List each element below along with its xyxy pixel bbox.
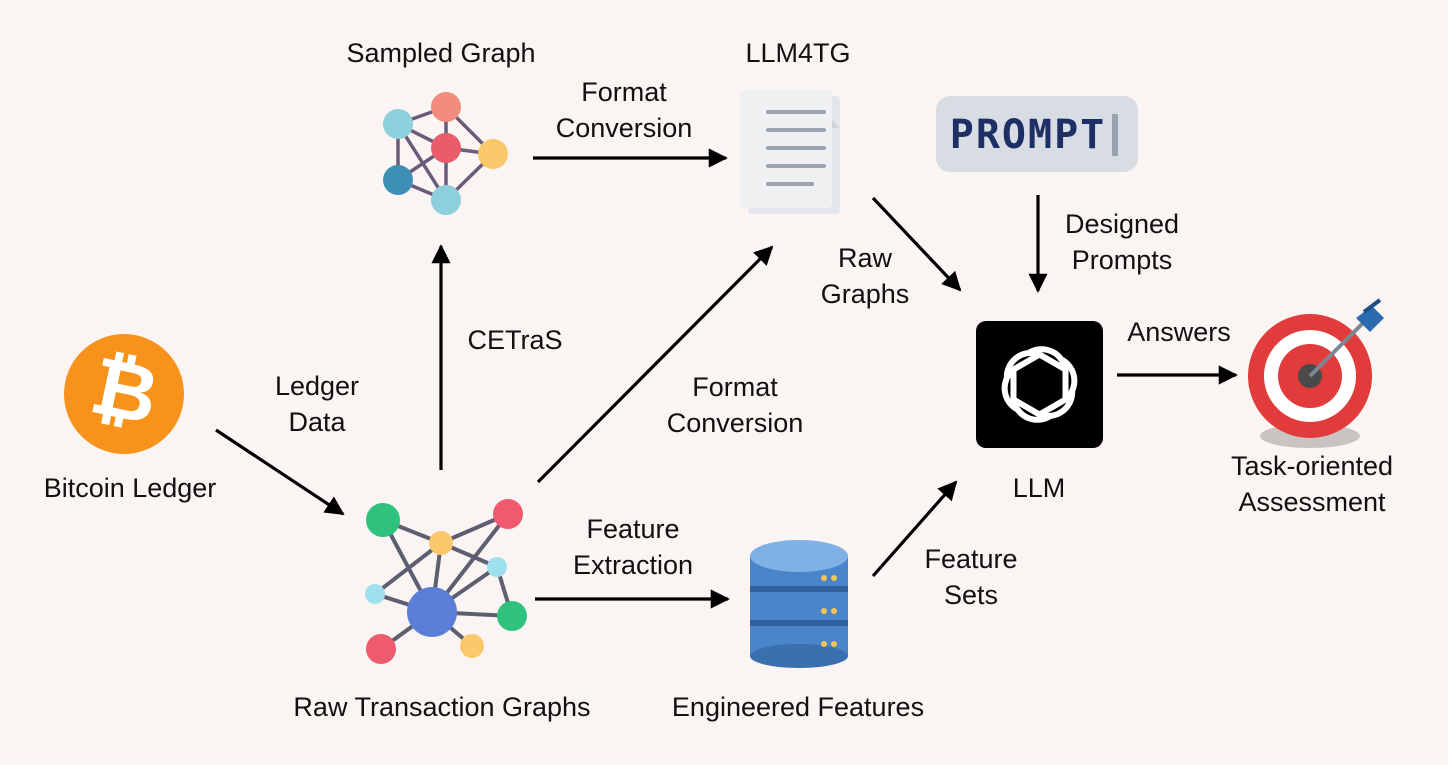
designed-prompts-label: Designed Prompts xyxy=(1065,206,1179,278)
assessment-label-line2: Assessment xyxy=(1238,487,1386,517)
format-conversion-top-line2: Conversion xyxy=(555,113,693,143)
raw-graphs-label: Raw Graphs xyxy=(821,240,910,312)
arrow-features-to-llm xyxy=(871,480,958,578)
raw-transaction-graphs-label: Raw Transaction Graphs xyxy=(293,692,591,722)
ledger-data-line1: Ledger xyxy=(274,371,360,401)
sampled-graph-label: Sampled Graph xyxy=(346,38,536,68)
feature-extraction-line2: Extraction xyxy=(572,550,694,580)
arrow-llm4tg-to-llm xyxy=(871,196,962,292)
document-icon xyxy=(740,90,840,214)
feature-extraction-label: Feature Extraction xyxy=(573,511,693,583)
database-icon xyxy=(750,540,848,668)
feature-extraction-line1: Feature xyxy=(586,514,680,544)
engineered-features-label: Engineered Features xyxy=(671,692,925,722)
prompt-badge: PROMPT xyxy=(936,96,1138,172)
raw-graphs-line1: Raw xyxy=(837,243,893,273)
raw-graphs-line2: Graphs xyxy=(820,279,910,309)
designed-prompts-line1: Designed xyxy=(1064,209,1180,239)
llm4tg-label: LLM4TG xyxy=(745,38,851,68)
feature-sets-label: Feature Sets xyxy=(924,541,1017,613)
feature-sets-line2: Sets xyxy=(943,580,999,610)
llm-icon xyxy=(976,321,1103,448)
bitcoin-ledger-label: Bitcoin Ledger xyxy=(43,473,217,503)
flow-arrows xyxy=(215,148,1238,609)
llm-label: LLM xyxy=(1012,473,1066,503)
format-conversion-mid-line2: Conversion xyxy=(666,408,804,438)
format-conversion-mid-label: Format Conversion xyxy=(667,369,804,441)
assessment-label: Task-oriented Assessment xyxy=(1231,448,1393,520)
format-conversion-top-label: Format Conversion xyxy=(556,74,693,146)
bitcoin-icon: ₿ xyxy=(64,334,184,454)
format-conversion-top-line1: Format xyxy=(581,77,667,107)
cetras-label: CETraS xyxy=(467,325,563,355)
ledger-data-line2: Data xyxy=(288,407,346,437)
sampled-graph-icon xyxy=(383,92,508,215)
format-conversion-mid-line1: Format xyxy=(692,372,778,402)
prompt-badge-text: PROMPT xyxy=(950,112,1107,158)
arrow-raw-to-llm4tg xyxy=(536,245,774,484)
arrow-ledger-to-raw xyxy=(215,428,345,516)
target-icon xyxy=(1248,298,1384,448)
assessment-label-line1: Task-oriented xyxy=(1230,451,1394,481)
ledger-data-label: Ledger Data xyxy=(275,368,359,440)
answers-label: Answers xyxy=(1127,317,1231,347)
raw-transaction-graph-icon xyxy=(365,499,527,664)
feature-sets-line1: Feature xyxy=(924,544,1018,574)
designed-prompts-line2: Prompts xyxy=(1071,245,1173,275)
